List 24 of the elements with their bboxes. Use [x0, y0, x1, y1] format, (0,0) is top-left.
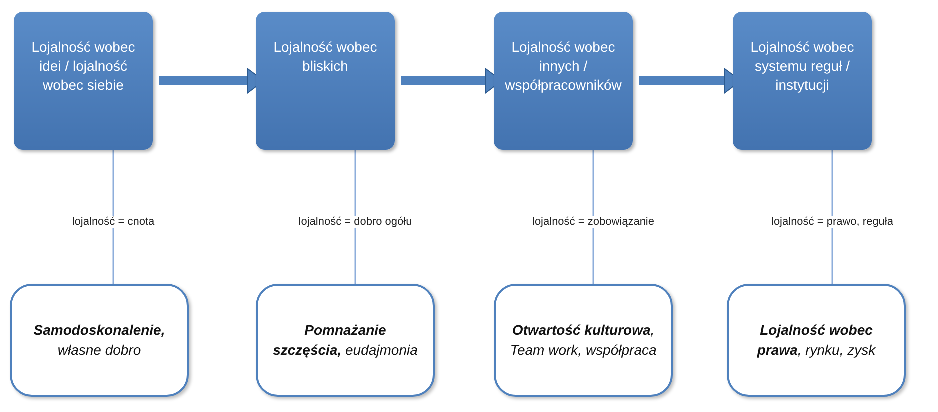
process-box [733, 12, 872, 150]
connector-line [592, 150, 594, 284]
box-text: Lojalność wobec bliskich [272, 38, 378, 76]
rounded-box [10, 284, 189, 397]
rounded-box [256, 284, 435, 397]
connector-line [832, 150, 834, 284]
edge-label: lojalność = dobro ogółu [296, 216, 414, 228]
rounded-box [494, 284, 673, 397]
process-box [256, 12, 395, 150]
box-text: Lojalność wobec innych / współpracowników [504, 38, 623, 95]
box-text: Otwartość kulturowa, Team work, współpraca [510, 320, 657, 360]
box-text: Lojalność wobec idei / lojalność wobec siebie [30, 38, 136, 95]
box-text: Lojalność wobec systemu reguł / instytucji [750, 38, 856, 95]
box-text: Samodoskonalenie, własne dobro [32, 320, 166, 360]
box-text: Pomnażanie szczęścia, eudajmonia [272, 320, 419, 360]
connector-line [112, 150, 114, 284]
process-box [14, 12, 153, 150]
box-text: Lojalność wobec prawa, rynku, zysk [756, 320, 877, 360]
process-box [494, 12, 633, 150]
connector-line [354, 150, 356, 284]
edge-label: lojalność = prawo, reguła [770, 216, 896, 228]
rounded-box [727, 284, 906, 397]
edge-label: lojalność = zobowiązanie [530, 216, 656, 228]
edge-label: lojalność = cnota [70, 216, 157, 228]
